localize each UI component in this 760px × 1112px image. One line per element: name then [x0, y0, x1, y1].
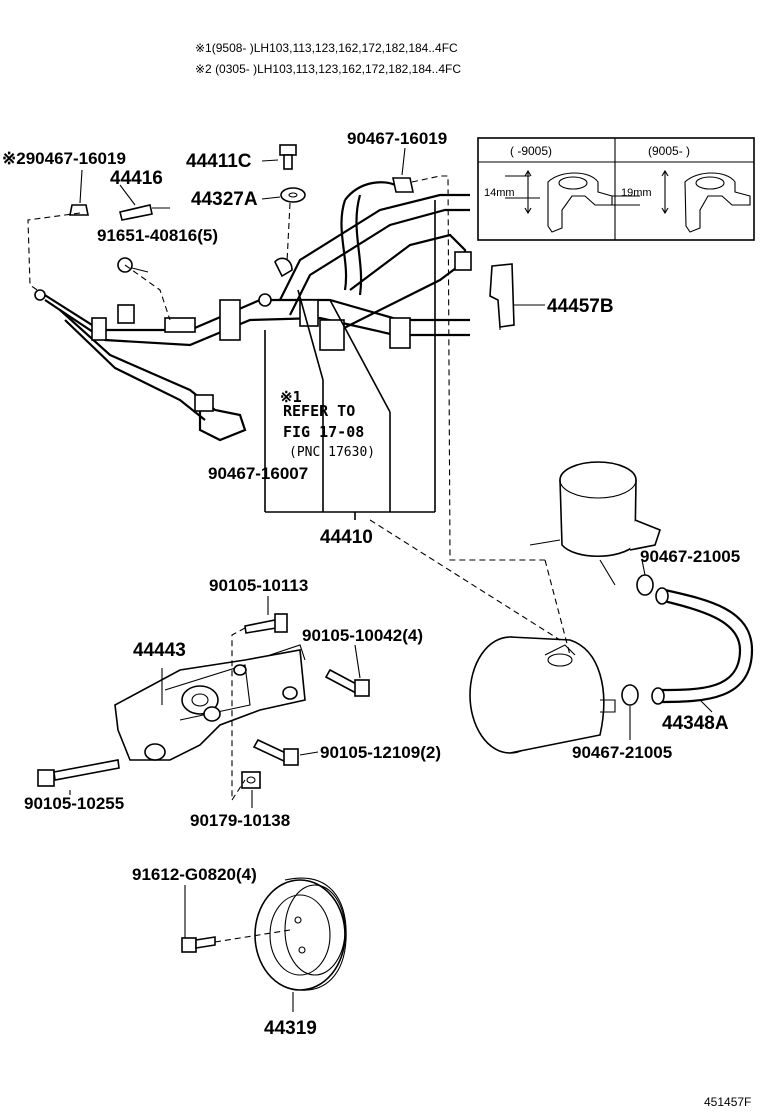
bolt-91651: [117, 257, 149, 273]
label-44411C: 44411C: [186, 151, 252, 172]
clamp-90467-16019-left: [69, 204, 89, 216]
label-90467-16019-a: ※290467-16019: [2, 149, 126, 168]
refer-line-2: FIG 17-08: [283, 423, 364, 441]
leader-lines: [27, 147, 713, 1012]
bracket-44457B: [489, 263, 515, 328]
nut-90179-10138: [241, 771, 261, 789]
label-90467-21005-upper: 90467-21005: [640, 547, 740, 566]
hose-44348A: [651, 587, 754, 705]
vane-pump: [469, 636, 616, 754]
label-44457B: 44457B: [547, 296, 614, 317]
refer-line-1: REFER TO: [283, 402, 355, 420]
inset-col1-header: ( -9005): [510, 144, 552, 158]
seal-fitting: [274, 257, 293, 278]
label-90105-10255: 90105-10255: [24, 794, 124, 813]
inset-dim-2: 19mm: [621, 187, 652, 199]
label-91651-40816: 91651-40816(5): [97, 226, 218, 245]
header-note-1: ※1(9508- )LH103,113,123,162,172,182,184.…: [195, 41, 458, 55]
inset-box: ( -9005) (9005- ) 14mm 19mm: [477, 137, 755, 241]
bolt-90105-10255: [37, 759, 120, 787]
label-44319: 44319: [264, 1018, 317, 1039]
reservoir-tank: [529, 461, 661, 586]
clip-44416: [119, 204, 153, 221]
label-90105-12109: 90105-12109(2): [320, 743, 441, 762]
label-90105-10113: 90105-10113: [209, 576, 308, 595]
header-note-2: ※2 (0305- )LH103,113,123,162,172,182,184…: [195, 62, 461, 76]
bolt-90105-12109: [252, 738, 299, 766]
inset-dim-1: 14mm: [484, 187, 515, 199]
bolt-90105-10042: [324, 668, 370, 697]
pump-bracket-44443: [114, 644, 306, 761]
clamp-90467-21005-lower: [621, 684, 639, 706]
label-90105-10042: 90105-10042(4): [302, 626, 423, 645]
label-91612-G0820: 91612-G0820(4): [132, 865, 257, 884]
label-90467-16007: 90467-16007: [208, 464, 308, 483]
pressure-pipe-assembly: [34, 181, 472, 442]
label-90179-10138: 90179-10138: [190, 811, 290, 830]
label-44327A: 44327A: [191, 189, 258, 210]
figure-id: 451457F: [704, 1095, 751, 1109]
bolt-91612-G0820: [181, 936, 216, 953]
label-44410: 44410: [320, 527, 373, 548]
label-44416: 44416: [110, 168, 163, 189]
bolt-90105-10113: [244, 613, 288, 634]
refer-mark: ※1: [280, 388, 302, 406]
pulley-44319: [254, 877, 347, 991]
label-44348A: 44348A: [662, 713, 729, 734]
clamp-90467-16019-right: [392, 177, 414, 193]
label-90467-16019-b: 90467-16019: [347, 129, 447, 148]
label-44443: 44443: [133, 640, 186, 661]
bolt-44411C: [279, 144, 297, 170]
clamp-90467-21005-upper: [636, 574, 654, 596]
inset-col2-header: (9005- ): [648, 144, 690, 158]
refer-line-3: (PNC 17630): [289, 445, 375, 460]
label-90467-21005-lower: 90467-21005: [572, 743, 672, 762]
washer-44327A: [280, 187, 306, 203]
